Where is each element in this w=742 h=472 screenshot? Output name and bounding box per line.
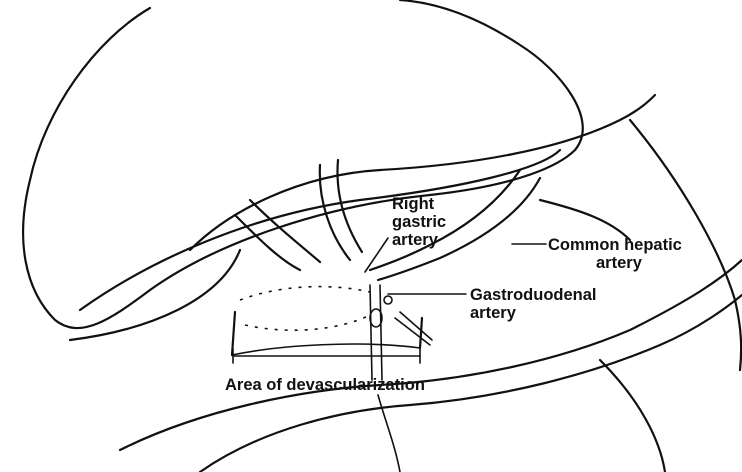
right-lower-curve <box>600 360 665 472</box>
liver-outline <box>23 0 583 328</box>
devasc-dotted-lower <box>245 315 370 330</box>
label-right-gastric-line3: artery <box>392 231 446 249</box>
label-gastroduodenal-line1: Gastroduodenal <box>470 286 597 304</box>
devasc-band-right <box>420 318 422 348</box>
label-common-hepatic-line1: Common hepatic <box>548 236 682 254</box>
label-common-hepatic: Common hepatic artery <box>548 236 682 272</box>
label-common-hepatic-line2: artery <box>548 254 682 272</box>
lower-duodenum-outer <box>120 260 742 450</box>
clamp-right <box>380 285 382 380</box>
devasc-dotted-top <box>240 287 370 300</box>
label-gastroduodenal: Gastroduodenal artery <box>470 286 597 322</box>
vessel-far-right <box>540 200 630 240</box>
clip-dot <box>384 296 392 304</box>
label-right-gastric: Right gastric artery <box>392 195 446 249</box>
devasc-band-bottom <box>232 344 420 355</box>
label-right-gastric-line1: Right <box>392 195 446 213</box>
label-right-gastric-line2: gastric <box>392 213 446 231</box>
clamp-left <box>370 285 372 380</box>
label-area-devascularization: Area of devascularization <box>225 376 425 394</box>
label-gastroduodenal-line2: artery <box>470 304 597 322</box>
